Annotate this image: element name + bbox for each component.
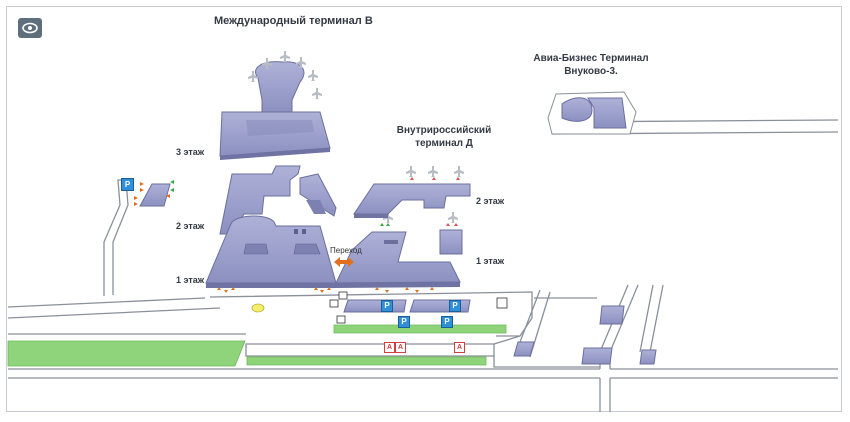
terminal-d-floor-2-label[interactable]: 2 этаж bbox=[476, 196, 505, 206]
bus-marker-3[interactable]: A bbox=[454, 342, 465, 353]
view-toggle-button[interactable] bbox=[18, 18, 42, 38]
transfer-label: Переход bbox=[330, 246, 362, 255]
parking-marker-1[interactable]: P bbox=[381, 300, 393, 312]
entrance-arrows bbox=[134, 177, 460, 293]
terminal-b-title[interactable]: Международный терминал В bbox=[214, 15, 373, 27]
avia-business-terminal bbox=[547, 91, 637, 135]
avia-title-line2: Внуково-3. bbox=[564, 66, 618, 77]
terminal-b-floor-1 bbox=[205, 215, 337, 288]
parking-building-left bbox=[139, 183, 171, 207]
terminal-d-floor-1 bbox=[335, 229, 463, 288]
parking-marker-3[interactable]: P bbox=[398, 316, 410, 328]
bus-marker-1[interactable]: A bbox=[384, 342, 395, 353]
terminal-b-floor-1-label[interactable]: 1 этаж bbox=[176, 275, 205, 285]
avia-business-terminal-title[interactable]: Авиа-Бизнес Терминал Внуково-3. bbox=[530, 52, 652, 78]
terminal-d-title-line2: терминал Д bbox=[415, 138, 473, 149]
terminal-b-floor-3-label[interactable]: 3 этаж bbox=[176, 147, 205, 157]
grass-areas bbox=[7, 324, 507, 367]
terminal-d-floor-1-label[interactable]: 1 этаж bbox=[476, 256, 505, 266]
parking-marker-4[interactable]: P bbox=[441, 316, 453, 328]
info-icons bbox=[251, 291, 508, 324]
transfer-arrow bbox=[334, 257, 354, 267]
parking-marker-left[interactable]: P bbox=[121, 178, 134, 191]
eye-icon bbox=[22, 22, 38, 34]
terminal-d-title[interactable]: Внутрироссийский терминал Д bbox=[396, 124, 492, 150]
terminal-d-title-line1: Внутрироссийский bbox=[396, 125, 492, 136]
avia-title-line1: Авиа-Бизнес Терминал bbox=[533, 53, 649, 64]
terminal-b-floor-3 bbox=[219, 61, 331, 160]
misc-buildings bbox=[513, 305, 657, 365]
terminal-b-floor-2-label[interactable]: 2 этаж bbox=[176, 221, 205, 231]
terminal-d-floor-2 bbox=[353, 183, 471, 218]
bus-marker-2[interactable]: A bbox=[395, 342, 406, 353]
parking-marker-2[interactable]: P bbox=[449, 300, 461, 312]
